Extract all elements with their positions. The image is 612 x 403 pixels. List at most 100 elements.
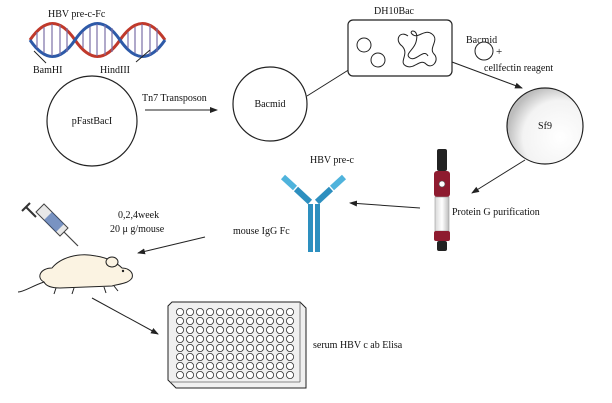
- plate-well: [265, 307, 274, 316]
- dna-strand-red: [28, 22, 167, 58]
- protein-g-column-icon: [434, 149, 450, 251]
- plate-well: [185, 361, 194, 370]
- cellfectin-label: cellfectin reagent: [484, 63, 553, 74]
- bamhi-pointer: [33, 50, 47, 64]
- plate-well: [225, 370, 234, 379]
- plate-well: [205, 316, 214, 325]
- plate-well: [195, 307, 204, 316]
- column-to-antibody-arrow: [349, 200, 421, 209]
- plate-well: [175, 352, 184, 361]
- bacmid-top-label: Bacmid: [466, 35, 497, 46]
- antibody-to-mouse-arrow: [137, 236, 206, 255]
- plate-well: [275, 316, 284, 325]
- plate-well: [215, 370, 224, 379]
- plate-well: [245, 352, 254, 361]
- pfastbac-circle: [46, 75, 138, 167]
- plate-well: [195, 361, 204, 370]
- dna-rungs: [36, 24, 158, 56]
- plate-well: [195, 334, 204, 343]
- plate-well: [205, 352, 214, 361]
- plate-well: [195, 352, 204, 361]
- plate-well: [255, 334, 264, 343]
- plate-well: [265, 343, 274, 352]
- bacmid-tangle-icon: [397, 30, 437, 68]
- plate-well: [215, 352, 224, 361]
- plate-well: [185, 325, 194, 334]
- plate-well: [175, 325, 184, 334]
- plate-well: [175, 316, 184, 325]
- dh10bac-label: DH10Bac: [374, 6, 415, 17]
- plate-well: [185, 307, 194, 316]
- plate-well: [245, 316, 254, 325]
- plate-well: [185, 316, 194, 325]
- plate-well: [185, 370, 194, 379]
- plate-well: [285, 352, 294, 361]
- plate-well: [275, 370, 284, 379]
- dh10bac-to-sf9-arrow: [451, 61, 523, 89]
- plate-well: [255, 361, 264, 370]
- plate-well: [235, 325, 244, 334]
- plate-well: [255, 307, 264, 316]
- plate-well: [185, 352, 194, 361]
- plate-well: [205, 307, 214, 316]
- bamhi-label: BamHI: [33, 65, 62, 76]
- plate-well: [235, 334, 244, 343]
- plate-well: [285, 334, 294, 343]
- plate-well: [225, 316, 234, 325]
- plate-well: [275, 361, 284, 370]
- plate-well: [265, 325, 274, 334]
- mouse-to-plate-arrow: [91, 297, 159, 335]
- plate-well: [285, 343, 294, 352]
- hindiii-label: HindIII: [100, 65, 130, 76]
- plate-well: [245, 370, 254, 379]
- plate-well: [225, 325, 234, 334]
- plate-well: [235, 352, 244, 361]
- dose-label: 20 μ g/mouse: [110, 224, 165, 235]
- plate-well: [225, 352, 234, 361]
- tn7-label: Tn7 Transposon: [142, 93, 207, 104]
- sf9-label: Sf9: [538, 121, 552, 132]
- mouse-icon: [17, 254, 133, 295]
- plate-well: [195, 316, 204, 325]
- plate-well: [205, 343, 214, 352]
- plate-well: [175, 343, 184, 352]
- elisa-label: serum HBV c ab Elisa: [313, 340, 403, 351]
- plasmid-small-2: [370, 52, 386, 68]
- plate-well: [215, 316, 224, 325]
- plate-well: [185, 343, 194, 352]
- mouse-igg-label: mouse IgG Fc: [233, 226, 290, 237]
- plate-well: [185, 334, 194, 343]
- bacmid-circle: [232, 66, 308, 142]
- hindiii-pointer: [135, 49, 151, 63]
- plate-well: [275, 334, 284, 343]
- plate-well: [225, 334, 234, 343]
- plate-well: [285, 361, 294, 370]
- plate-well: [215, 325, 224, 334]
- elisa-plate-icon: [167, 301, 307, 389]
- plate-well: [265, 352, 274, 361]
- plate-well: [215, 343, 224, 352]
- plate-wells: [175, 307, 294, 379]
- plate-well: [205, 361, 214, 370]
- plate-well: [195, 343, 204, 352]
- plate-well: [255, 325, 264, 334]
- plate-well: [285, 370, 294, 379]
- plate-well: [175, 370, 184, 379]
- plate-well: [245, 325, 254, 334]
- pfastbac-label: pFastBacI: [72, 116, 113, 127]
- plate-well: [195, 370, 204, 379]
- plate-well: [205, 370, 214, 379]
- plate-well: [245, 307, 254, 316]
- plate-well: [175, 307, 184, 316]
- plate-well: [275, 307, 284, 316]
- bacmid-small-circle: [474, 41, 494, 61]
- plate-well: [265, 370, 274, 379]
- plate-well: [235, 370, 244, 379]
- antibody-icon: [280, 174, 347, 252]
- plate-well: [255, 352, 264, 361]
- sf9-to-column-arrow: [471, 159, 526, 194]
- plate-well: [255, 370, 264, 379]
- plate-well: [225, 343, 234, 352]
- plate-well: [285, 307, 294, 316]
- plate-well: [225, 307, 234, 316]
